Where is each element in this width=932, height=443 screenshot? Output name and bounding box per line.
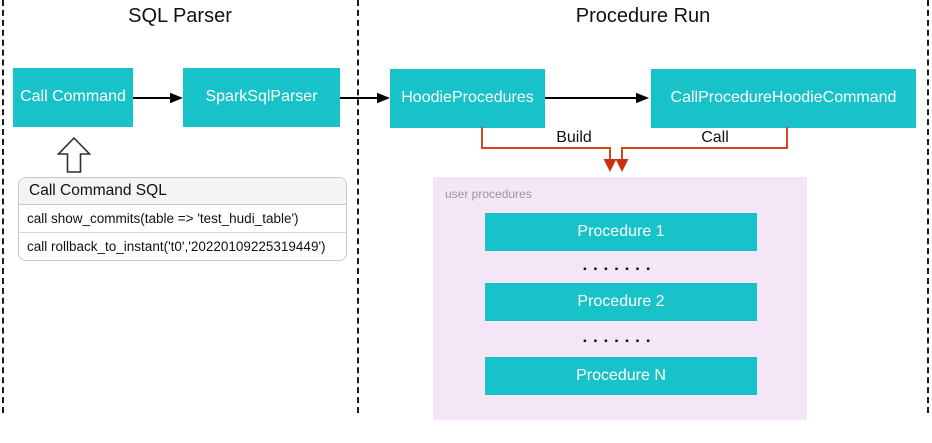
node-call-command: Call Command <box>13 68 133 127</box>
user-procedures-label: user procedures <box>445 187 532 201</box>
ellipsis-dots: ▪▪▪▪▪▪▪ <box>583 264 657 275</box>
dashed-border-left <box>2 0 4 413</box>
connector-build-icon <box>481 127 617 172</box>
section-title-sql-parser: SQL Parser <box>128 5 232 27</box>
sql-statement-row: call rollback_to_instant('t0','202201092… <box>19 232 346 260</box>
node-spark-sql-parser: SparkSqlParser <box>183 68 340 127</box>
arrow-sparksqlparser-to-hoodieprocedures-icon <box>340 92 390 104</box>
edge-label-call: Call <box>701 129 729 146</box>
hollow-up-arrow-icon <box>56 136 92 173</box>
node-procedure-1: Procedure 1 <box>485 213 757 251</box>
node-call-procedure-hoodie-command: CallProcedureHoodieCommand <box>651 69 916 128</box>
arrow-hoodieprocedures-to-callprocedure-icon <box>545 92 649 104</box>
section-title-procedure-run: Procedure Run <box>575 5 711 27</box>
arrow-callcommand-to-sparksqlparser-icon <box>133 92 183 104</box>
dashed-border-right <box>927 0 929 413</box>
user-procedures-panel: user procedures Procedure 1 ▪▪▪▪▪▪▪ Proc… <box>433 177 807 420</box>
node-procedure-2: Procedure 2 <box>485 283 757 321</box>
sql-statement-row: call show_commits(table => 'test_hudi_ta… <box>19 205 346 232</box>
sql-panel-title: Call Command SQL <box>19 178 346 205</box>
node-hoodie-procedures: HoodieProcedures <box>390 69 545 128</box>
edge-label-build: Build <box>556 129 592 146</box>
node-procedure-n: Procedure N <box>485 357 757 395</box>
call-command-sql-panel: Call Command SQL call show_commits(table… <box>18 177 347 261</box>
ellipsis-dots: ▪▪▪▪▪▪▪ <box>583 336 657 347</box>
dashed-border-middle <box>357 0 359 413</box>
